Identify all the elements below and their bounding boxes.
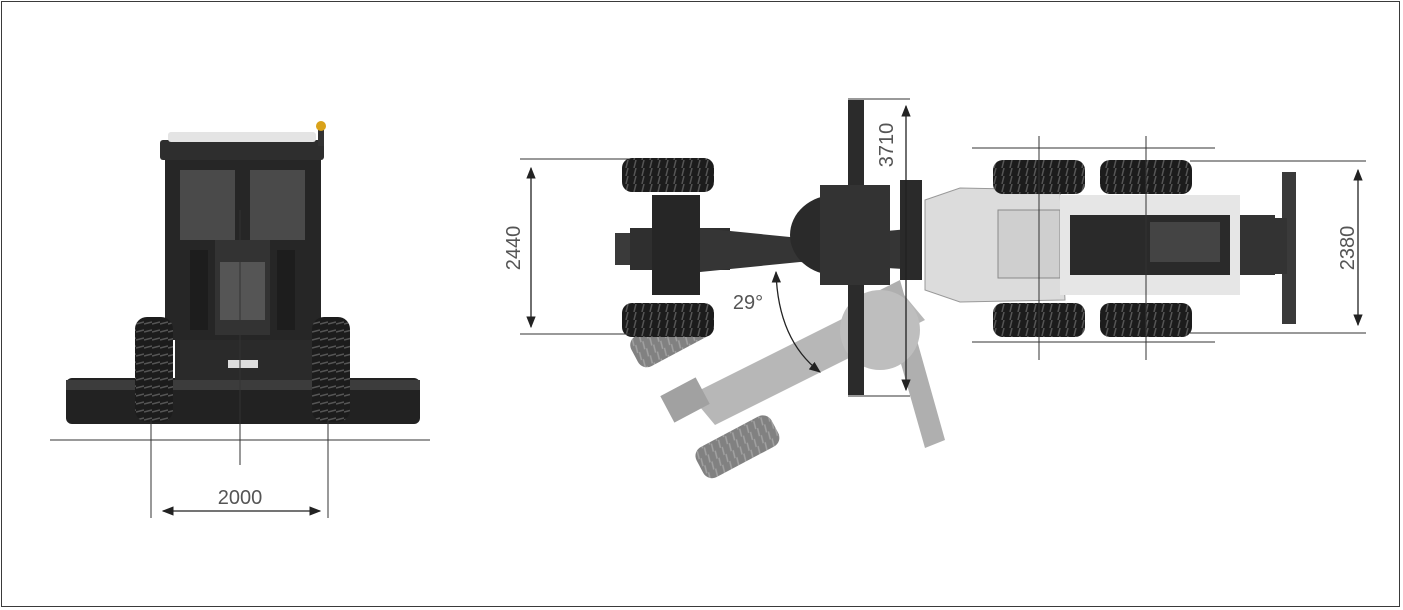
- front-wheel-top: [622, 158, 714, 192]
- cab: [160, 121, 326, 368]
- front-wheel-bottom: [622, 303, 714, 337]
- steer-angle-label: 29°: [733, 292, 763, 314]
- ripper: [1282, 172, 1296, 324]
- top-view: 2440 3710 2380 29°: [503, 98, 1366, 479]
- grader-body: [615, 100, 1296, 395]
- track-width-label: 2000: [218, 487, 263, 509]
- wheel-right: [312, 317, 350, 422]
- beacon-icon: [316, 121, 326, 131]
- rear-width-label: 2380: [1337, 226, 1359, 271]
- blade-length-label: 3710: [876, 123, 898, 168]
- front-view: 2000: [50, 121, 430, 518]
- steer-angle-arc: [771, 270, 821, 373]
- front-width-label: 2440: [503, 226, 525, 271]
- wheel-left: [135, 317, 173, 422]
- axle-lines: [972, 136, 1215, 360]
